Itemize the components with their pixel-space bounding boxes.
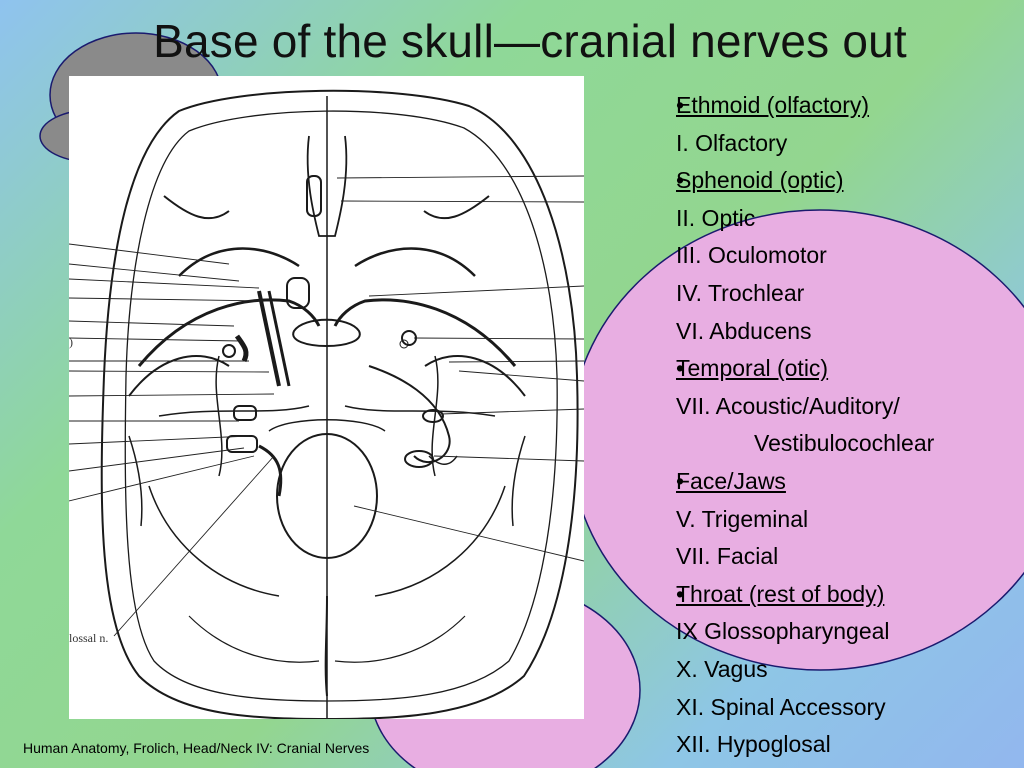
skull-inner-rim: [124, 110, 558, 702]
group-face-jaws: • Face/Jaws: [676, 463, 1016, 501]
nerve-item: VII. Acoustic/Auditory/: [676, 392, 900, 419]
diagram-label-hypoglossal: lossal n.: [69, 631, 108, 645]
nerve-item: IV. Trochlear: [676, 279, 805, 306]
nerve-item: V. Trigeminal: [676, 505, 809, 532]
foramen-magnum: [276, 433, 378, 559]
group-heading: Ethmoid (olfactory): [676, 92, 870, 118]
nerve-item: XII. Hypoglosal: [676, 731, 831, 758]
bullet: •: [676, 92, 685, 118]
group-heading: Throat (rest of body): [676, 580, 885, 607]
group-sphenoid: • Sphenoid (optic): [676, 162, 1016, 200]
bullet: •: [676, 355, 685, 382]
nerve-item-continuation: Vestibulocochlear: [754, 430, 935, 457]
bullet: •: [676, 467, 685, 494]
nerve-item: I. Olfactory: [676, 129, 788, 156]
skull-base-diagram: ) lossal n.: [69, 76, 584, 719]
nerve-item: XI. Spinal Accessory: [676, 693, 886, 720]
slide-title: Base of the skull—cranial nerves out: [153, 15, 907, 67]
group-throat: • Throat (rest of body): [676, 576, 1016, 614]
bullet: •: [676, 167, 685, 194]
nerve-item: II. Optic: [676, 204, 756, 231]
cranial-nerve-list: • Ethmoid (olfactory) I. Olfactory • Sph…: [676, 87, 1016, 764]
group-heading: Temporal (otic): [676, 355, 829, 382]
nerve-item: VII. Facial: [676, 543, 779, 570]
bullet: •: [676, 580, 685, 607]
skull-outline: [100, 89, 579, 719]
nerve-item: X. Vagus: [676, 655, 768, 682]
group-heading: Sphenoid (optic): [676, 167, 844, 194]
nerve-item: III. Oculomotor: [676, 242, 827, 269]
skull-drawing: ) lossal n.: [69, 89, 584, 719]
slide-footer: Human Anatomy, Frolich, Head/Neck IV: Cr…: [23, 740, 370, 756]
group-ethmoid: • Ethmoid (olfactory): [676, 87, 1016, 125]
diagram-label-paren: ): [69, 335, 73, 349]
group-temporal: • Temporal (otic): [676, 350, 1016, 388]
nerve-item: IX Glossopharyngeal: [676, 618, 890, 645]
nerve-item: VI. Abducens: [676, 317, 812, 344]
group-heading: Face/Jaws: [676, 467, 786, 494]
